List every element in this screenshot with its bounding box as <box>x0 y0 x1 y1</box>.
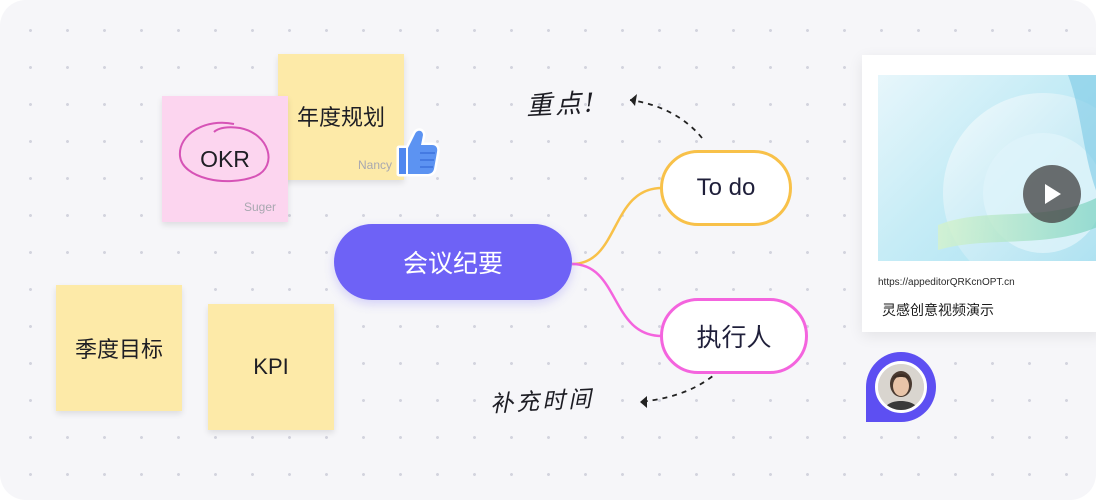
user-avatar-pin[interactable] <box>866 352 936 422</box>
play-icon <box>1045 184 1061 204</box>
sticky-note-label: 季度目标 <box>74 338 163 363</box>
sticky-note-quarterly-goals[interactable]: 季度目标 <box>56 285 182 411</box>
avatar-portrait <box>878 364 924 410</box>
video-title: 灵感创意视频演示 <box>882 303 994 319</box>
play-button[interactable] <box>1023 165 1081 223</box>
sticky-note-label: 年度规划 <box>296 106 385 131</box>
avatar <box>875 361 927 413</box>
connector-assignee <box>571 262 663 338</box>
node-label: 执行人 <box>696 323 772 352</box>
handwritten-note-key-point[interactable]: 重点! <box>525 88 599 122</box>
thumbs-up-icon[interactable] <box>390 124 440 180</box>
dashed-arrow-key <box>629 99 703 139</box>
sticky-note-label: KPI <box>253 354 289 379</box>
handwritten-note-supplement[interactable]: 补充时间 <box>489 386 595 418</box>
arrowhead-key <box>630 94 637 106</box>
sticky-note-annual-plan[interactable]: 年度规划 Nancy <box>278 54 404 180</box>
sticky-note-author: Nancy <box>357 158 392 172</box>
sticky-note-author: Suger <box>243 200 276 214</box>
node-label: To do <box>696 174 756 201</box>
mindmap-node-todo[interactable]: To do <box>660 150 792 226</box>
mindmap-center-node[interactable]: 会议纪要 <box>334 224 572 300</box>
video-thumbnail[interactable] <box>878 75 1096 261</box>
sticky-note-label: OKR <box>200 145 250 172</box>
video-card[interactable]: https://appeditorQRKcnOPT.cn 灵感创意视频演示 <box>862 55 1096 332</box>
video-thumbnail-art <box>938 75 1096 261</box>
mindmap-node-assignee[interactable]: 执行人 <box>660 298 808 374</box>
video-url[interactable]: https://appeditorQRKcnOPT.cn <box>878 277 1015 288</box>
connector-todo <box>571 186 663 266</box>
sticky-note-okr[interactable]: OKR Suger <box>162 96 288 222</box>
node-label: 会议纪要 <box>402 249 503 278</box>
sticky-note-kpi[interactable]: KPI <box>208 304 334 430</box>
arrowhead-supplement <box>640 396 647 408</box>
circle-scribble <box>178 121 270 183</box>
dashed-arrow-supplement <box>639 369 721 403</box>
